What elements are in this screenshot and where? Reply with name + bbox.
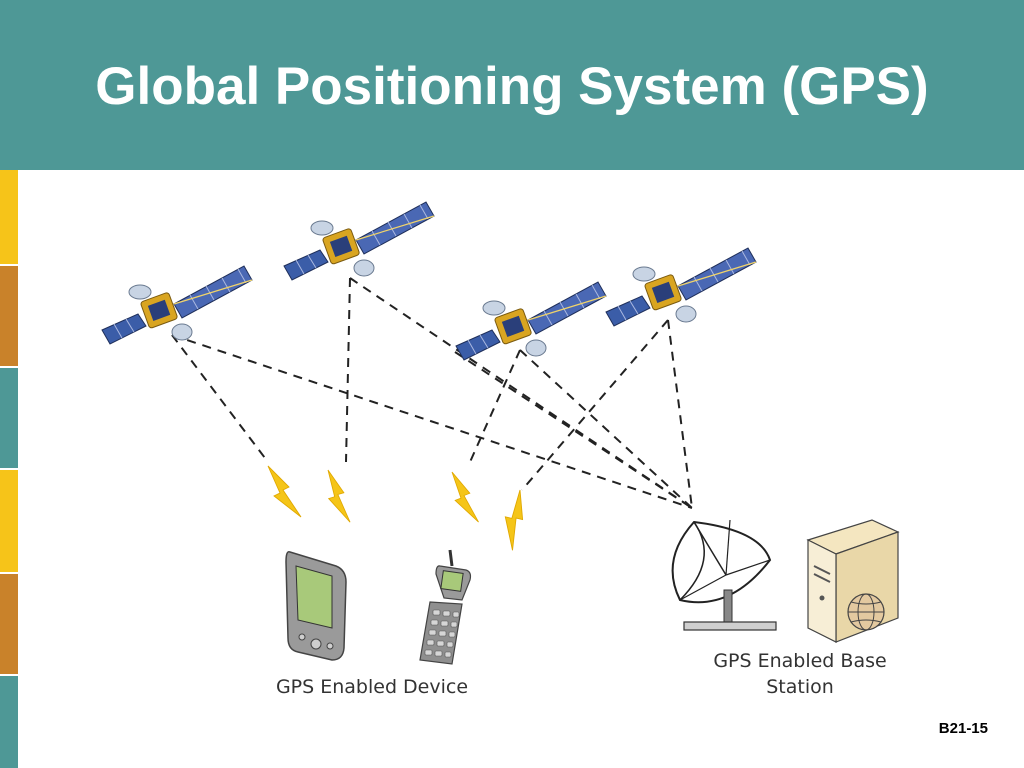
strip-segment <box>0 574 18 674</box>
side-color-strip <box>0 170 18 768</box>
slide-title: Global Positioning System (GPS) <box>95 57 929 116</box>
gps-base-station-label: GPS Enabled Base Station <box>713 650 887 698</box>
strip-segment <box>0 676 18 768</box>
signal-line <box>521 319 669 491</box>
satellite-dish-icon <box>671 519 777 631</box>
cell-phone-icon <box>419 549 472 665</box>
strip-segment <box>0 368 18 468</box>
lightning-bolt-icon <box>319 469 359 523</box>
satellite-icon <box>455 281 607 361</box>
signal-lines <box>171 277 693 509</box>
satellite-icon <box>101 265 253 345</box>
gps-device-label: GPS Enabled Device <box>275 676 469 698</box>
title-bar: Global Positioning System (GPS) <box>0 0 1024 170</box>
strip-segment <box>0 266 18 366</box>
signal-line <box>667 319 693 509</box>
lightning-bolt-icon <box>486 489 546 551</box>
lightning-bolt-icon <box>447 471 484 523</box>
signal-line <box>519 349 693 509</box>
server-icon <box>806 519 900 643</box>
satellite-icon <box>605 247 757 327</box>
strip-segment <box>0 170 18 264</box>
lightning-bolt-icon <box>267 465 302 518</box>
satellite-icon <box>283 201 435 281</box>
signal-line <box>171 334 693 509</box>
strip-segment <box>0 470 18 572</box>
pda-icon <box>285 550 347 661</box>
signal-line <box>345 277 351 463</box>
signal-line <box>171 334 269 463</box>
signal-line <box>469 349 521 463</box>
slide-number: B21-15 <box>938 720 988 737</box>
